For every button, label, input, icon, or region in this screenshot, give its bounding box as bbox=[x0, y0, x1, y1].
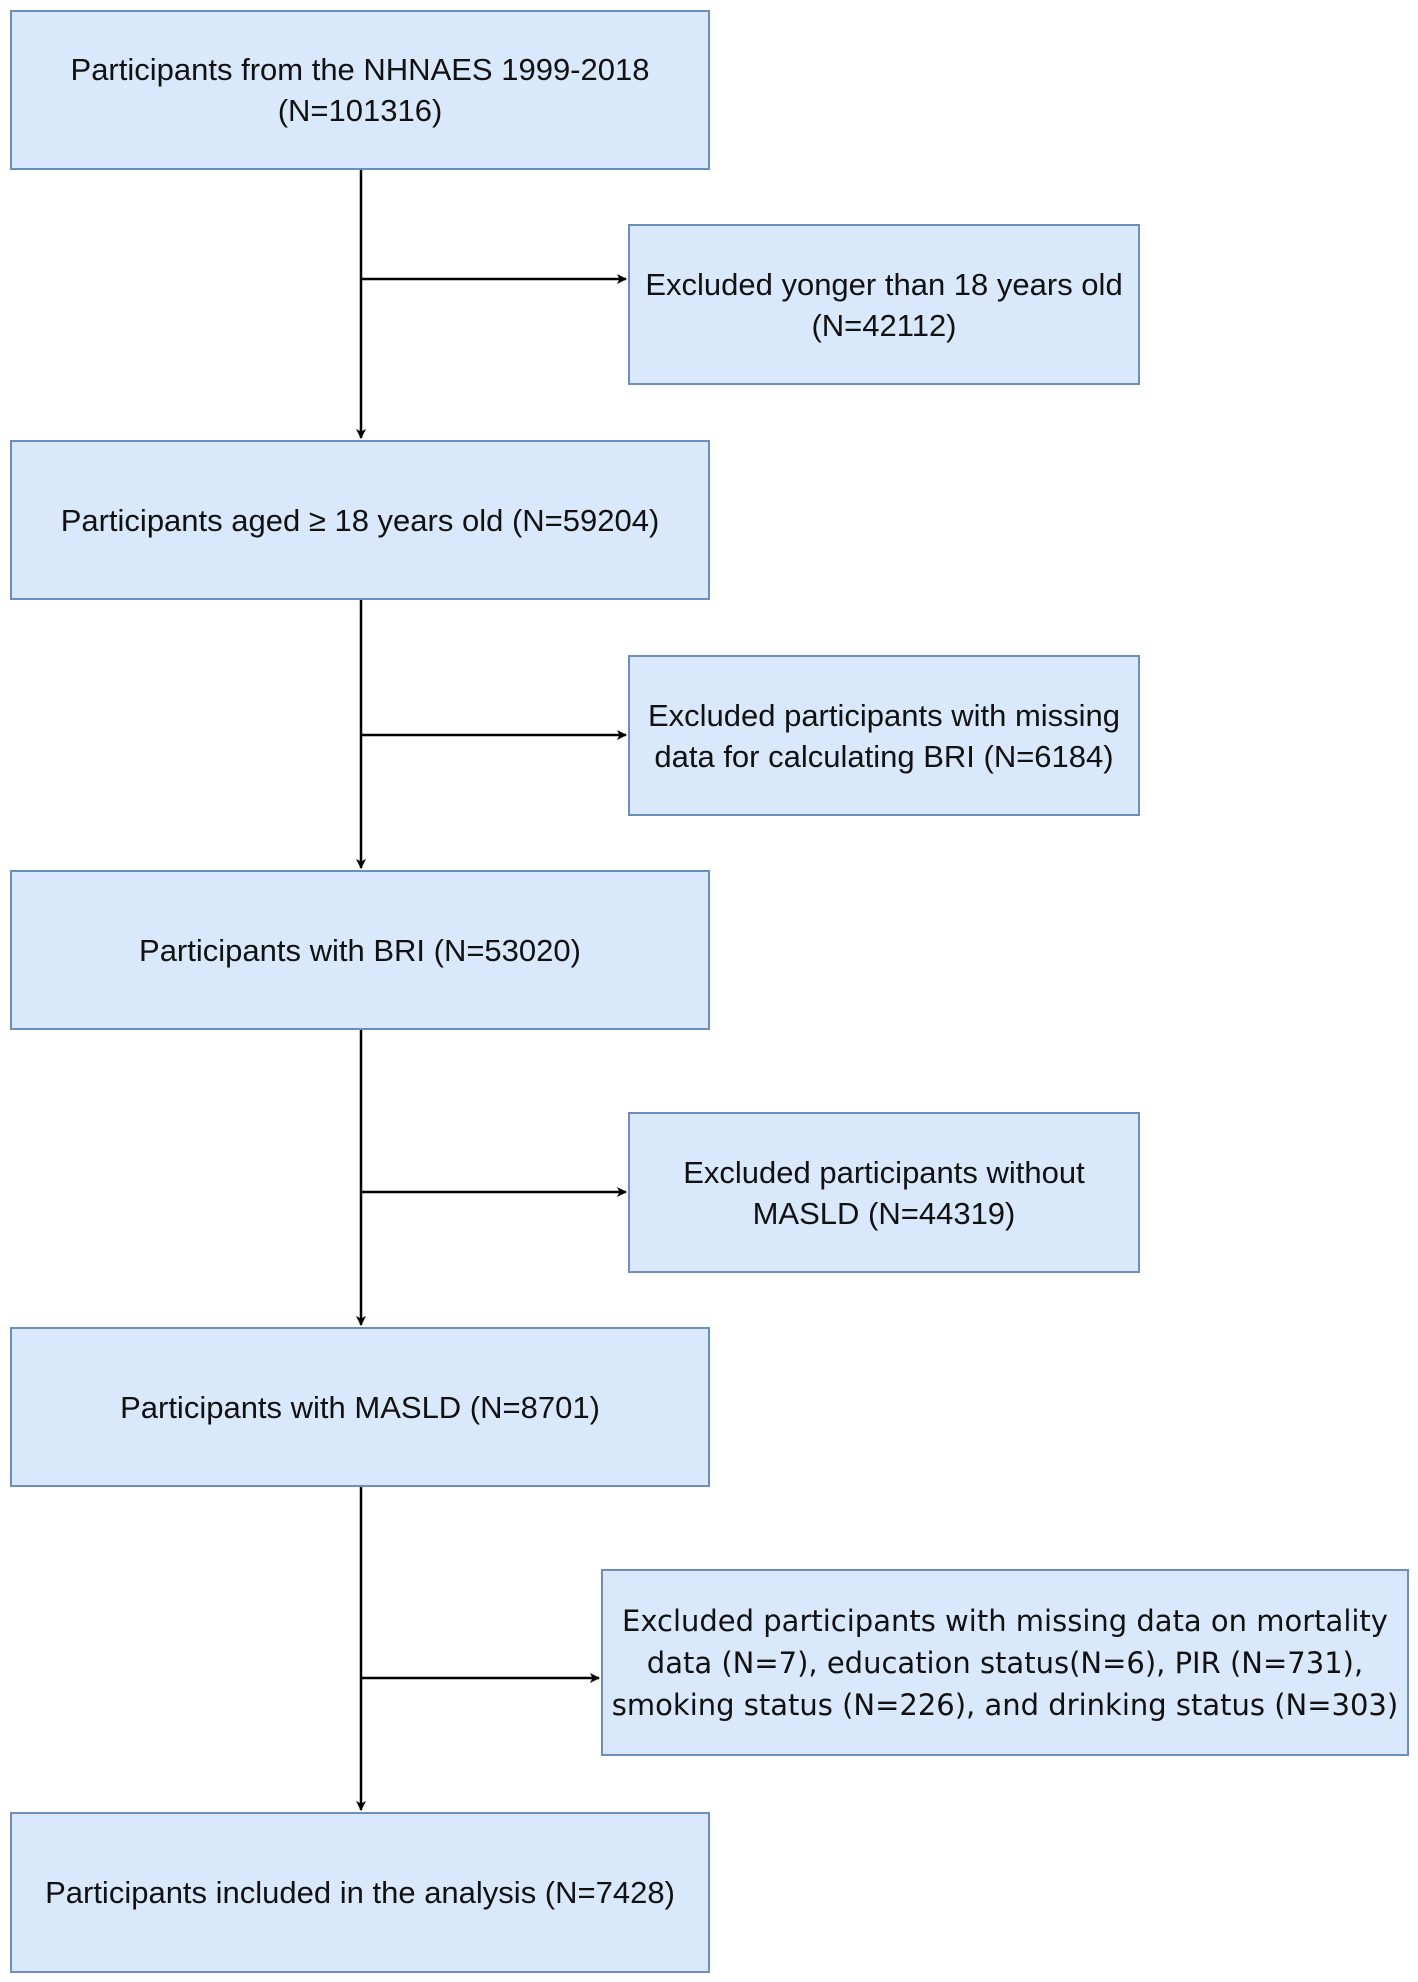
exclusion-box-3: Excluded participants without MASLD (N=4… bbox=[628, 1112, 1140, 1273]
step-label-2: Participants aged ≥ 18 years old (N=5920… bbox=[60, 502, 660, 538]
step-label-1: Participants from the NHNAES 1999-2018 (… bbox=[70, 52, 650, 128]
exclusion-label-1: Excluded yonger than 18 years old (N=421… bbox=[645, 266, 1123, 343]
step-box-1: Participants from the NHNAES 1999-2018 (… bbox=[10, 10, 710, 170]
exclusion-box-4: Excluded participants with missing data … bbox=[601, 1569, 1409, 1756]
exclusion-label-2: Excluded participants with missing data … bbox=[647, 697, 1121, 774]
exclusion-box-2: Excluded participants with missing data … bbox=[628, 655, 1140, 816]
exclusion-label-4: Excluded participants with missing data … bbox=[611, 1603, 1399, 1722]
step-box-3: Participants with BRI (N=53020) bbox=[10, 870, 710, 1030]
exclusion-label-3: Excluded participants without MASLD (N=4… bbox=[683, 1154, 1085, 1231]
step-label-4: Participants with MASLD (N=8701) bbox=[120, 1389, 600, 1425]
step-label-3: Participants with BRI (N=53020) bbox=[139, 932, 581, 968]
step-box-5: Participants included in the analysis (N… bbox=[10, 1812, 710, 1973]
step-label-5: Participants included in the analysis (N… bbox=[45, 1875, 675, 1910]
exclusion-box-1: Excluded yonger than 18 years old (N=421… bbox=[628, 224, 1140, 385]
step-box-2: Participants aged ≥ 18 years old (N=5920… bbox=[10, 440, 710, 600]
step-box-4: Participants with MASLD (N=8701) bbox=[10, 1327, 710, 1487]
